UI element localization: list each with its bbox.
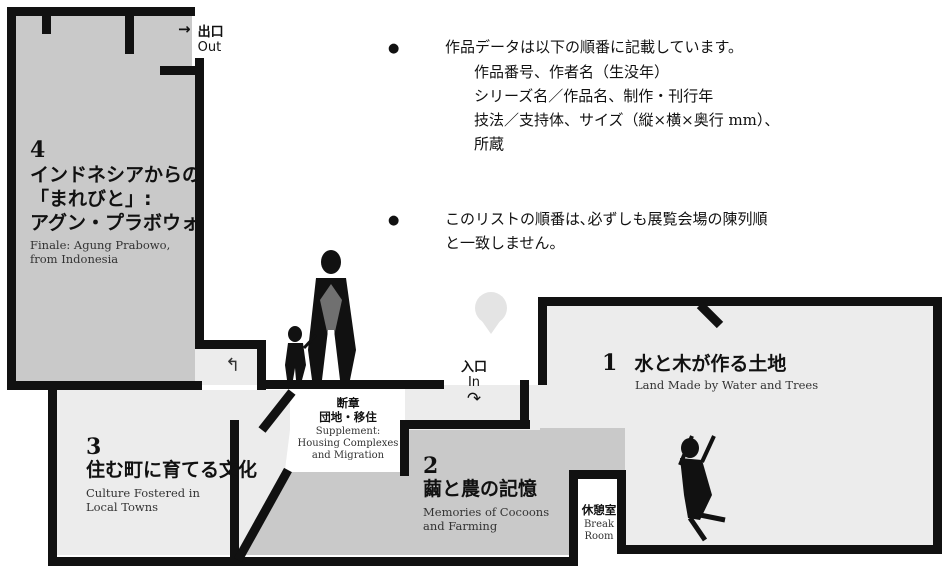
room-1-en: Land Made by Water and Trees	[635, 378, 819, 392]
exit-jp: 出口	[197, 25, 224, 40]
jumping-figure-illustration	[678, 435, 726, 542]
room-2-en-line1: Memories of Cocoons	[423, 505, 550, 519]
room-4-title-line2: 「まれびと」:	[30, 188, 152, 210]
entrance-arrow-icon: ↷	[466, 389, 482, 409]
entrance-en: In	[467, 375, 481, 390]
supplement-jp-line1: 断章	[336, 396, 360, 410]
note-2-line-1: このリストの順番は､必ずしも展覧会場の陳列順	[445, 210, 768, 228]
room-3-title: 住む町に育てる文化	[86, 459, 258, 481]
supplement-en-line1: Supplement:	[315, 426, 381, 437]
map-pin-icon	[475, 292, 507, 334]
entrance-jp: 入口	[460, 360, 487, 375]
break-room-en-line1: Break	[583, 519, 615, 530]
bullet-1-icon: ●	[388, 41, 400, 56]
note-1-line-3: 技法／支持体、サイズ（縦×横×奥行 mm）、	[474, 111, 780, 129]
room-4-en-line2: from Indonesia	[30, 252, 119, 266]
room-3-label: 3 住む町に育てる文化 Culture Fostered in Local To…	[86, 436, 257, 514]
room-4-title-line3: アグン・プラボウォ	[30, 212, 201, 234]
room-4-number: 4	[30, 137, 46, 163]
diagonal-walls	[234, 301, 724, 563]
walls	[7, 7, 942, 566]
room-3-en-line2: Local Towns	[86, 500, 159, 514]
standing-figure-illustration	[285, 250, 356, 380]
break-room-area	[572, 477, 625, 555]
room-2-en-line2: and Farming	[423, 519, 498, 533]
room-4-title-line1: インドネシアからの	[30, 164, 202, 186]
note-1-heading: 作品データは以下の順番に記載しています。	[445, 38, 744, 56]
room-3-en-line1: Culture Fostered in	[86, 486, 200, 500]
supplement-en-line2: Housing Complexes	[297, 438, 399, 449]
note-1-line-4: 所蔵	[474, 135, 505, 153]
room-2-title: 繭と農の記憶	[423, 478, 538, 500]
room-4-area	[14, 14, 195, 383]
room-1-number: 1	[602, 350, 618, 376]
room-4-en-line1: Finale: Agung Prabowo,	[30, 238, 171, 252]
room-4-label: 4 インドネシアからの 「まれびと」: アグン・プラボウォ Finale: Ag…	[30, 137, 201, 266]
bullet-2-icon: ●	[388, 213, 400, 228]
room-3-number: 3	[86, 434, 102, 460]
supplement-label: 断章 団地・移住 Supplement: Housing Complexes a…	[288, 396, 408, 462]
break-room-label: 休憩室 Break Room	[578, 503, 620, 543]
break-room-en-line2: Room	[584, 531, 614, 542]
room-2-label: 2 繭と農の記憶 Memories of Cocoons and Farming	[423, 455, 549, 533]
room-2-area	[235, 428, 625, 555]
room-1-area	[540, 305, 935, 545]
note-1-line-1: 作品番号、作者名（生没年）	[474, 63, 670, 81]
note-2-line-2: と一致しません。	[445, 234, 565, 252]
entrance-label: 入口 In ↷	[458, 360, 490, 409]
exit-label: → 出口 Out	[178, 20, 224, 55]
room-2-number: 2	[423, 453, 439, 479]
break-room-jp: 休憩室	[581, 503, 617, 517]
exit-arrow-icon: →	[178, 20, 191, 38]
note-1-line-2: シリーズ名／作品名、制作・刊行年	[474, 87, 714, 105]
room-1-title: 水と木が作る土地	[634, 353, 787, 375]
supplement-area	[290, 390, 405, 472]
supplement-en-line3: and Migration	[311, 450, 385, 461]
room-1-label: 1 水と木が作る土地 Land Made by Water and Trees	[602, 350, 818, 392]
turn-arrow-icon: ↰	[225, 355, 241, 376]
supplement-jp-line2: 団地・移住	[319, 410, 377, 424]
exit-en: Out	[197, 40, 222, 55]
